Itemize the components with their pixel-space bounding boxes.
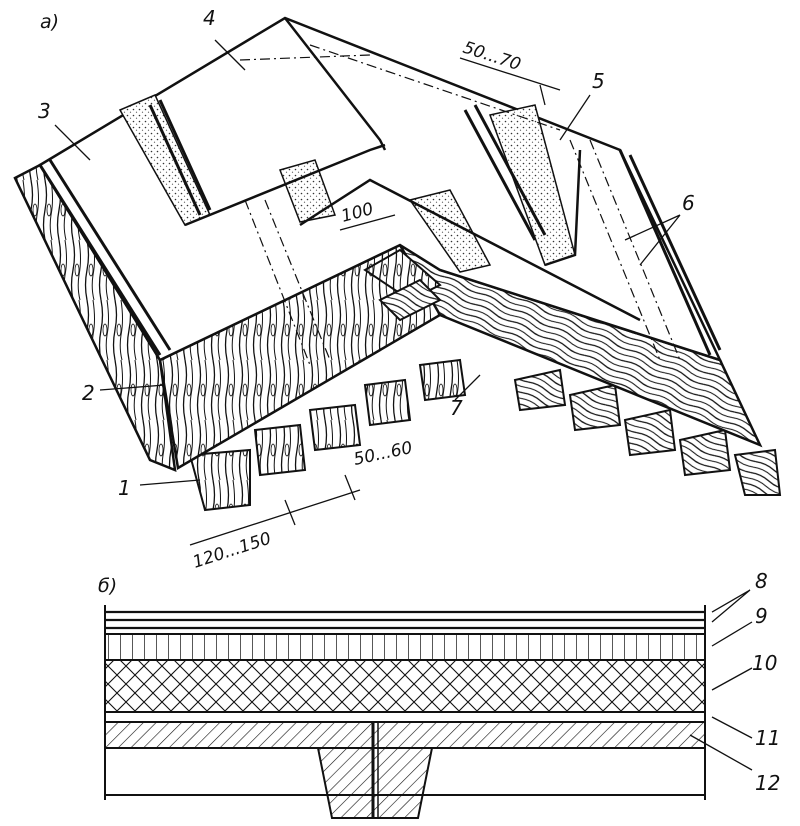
callout-11: 11 [755, 726, 780, 750]
callout-9: 9 [755, 604, 768, 628]
callout-7: 7 [450, 396, 463, 420]
callout-6: 6 [682, 191, 695, 215]
slab-rib [316, 747, 434, 819]
layer-9-screed [104, 633, 706, 661]
callout-3: 3 [38, 99, 51, 123]
callout-2: 2 [82, 381, 95, 405]
panel-a-roof-isometric: а) 1 2 3 4 5 6 7 120...150 50...60 100 5… [13, 6, 782, 573]
sheathing-boards [363, 248, 442, 322]
axis-lines [239, 44, 681, 366]
layer-12-slab [104, 721, 706, 749]
callout-4: 4 [203, 6, 216, 30]
callout-5: 5 [592, 69, 605, 93]
layer-11-vapour-barrier [104, 711, 706, 723]
dimension-lines [189, 57, 561, 546]
panel-b-label: б) [98, 575, 117, 597]
rafters [188, 358, 782, 512]
callout-8: 8 [755, 569, 768, 593]
cutaway-insulation [118, 94, 576, 273]
standing-seams [38, 99, 722, 356]
section-leaders [689, 589, 753, 771]
covering-folds [184, 17, 641, 322]
dim-rafter-width: 50...60 [352, 438, 414, 470]
panel-b-roof-section: б) 8 9 10 11 [98, 569, 780, 819]
layer-8-membrane [105, 610, 705, 630]
dim-seam-offset: 50...70 [460, 38, 523, 75]
panel-a-label: а) [40, 11, 59, 33]
callout-1: 1 [118, 476, 131, 500]
callout-10: 10 [752, 651, 777, 675]
dim-rafter-spacing: 120...150 [190, 529, 273, 573]
left-edge-board [13, 163, 177, 472]
layer-10-insulation [104, 659, 706, 713]
callout-12: 12 [755, 771, 780, 795]
leader-lines [54, 39, 681, 486]
